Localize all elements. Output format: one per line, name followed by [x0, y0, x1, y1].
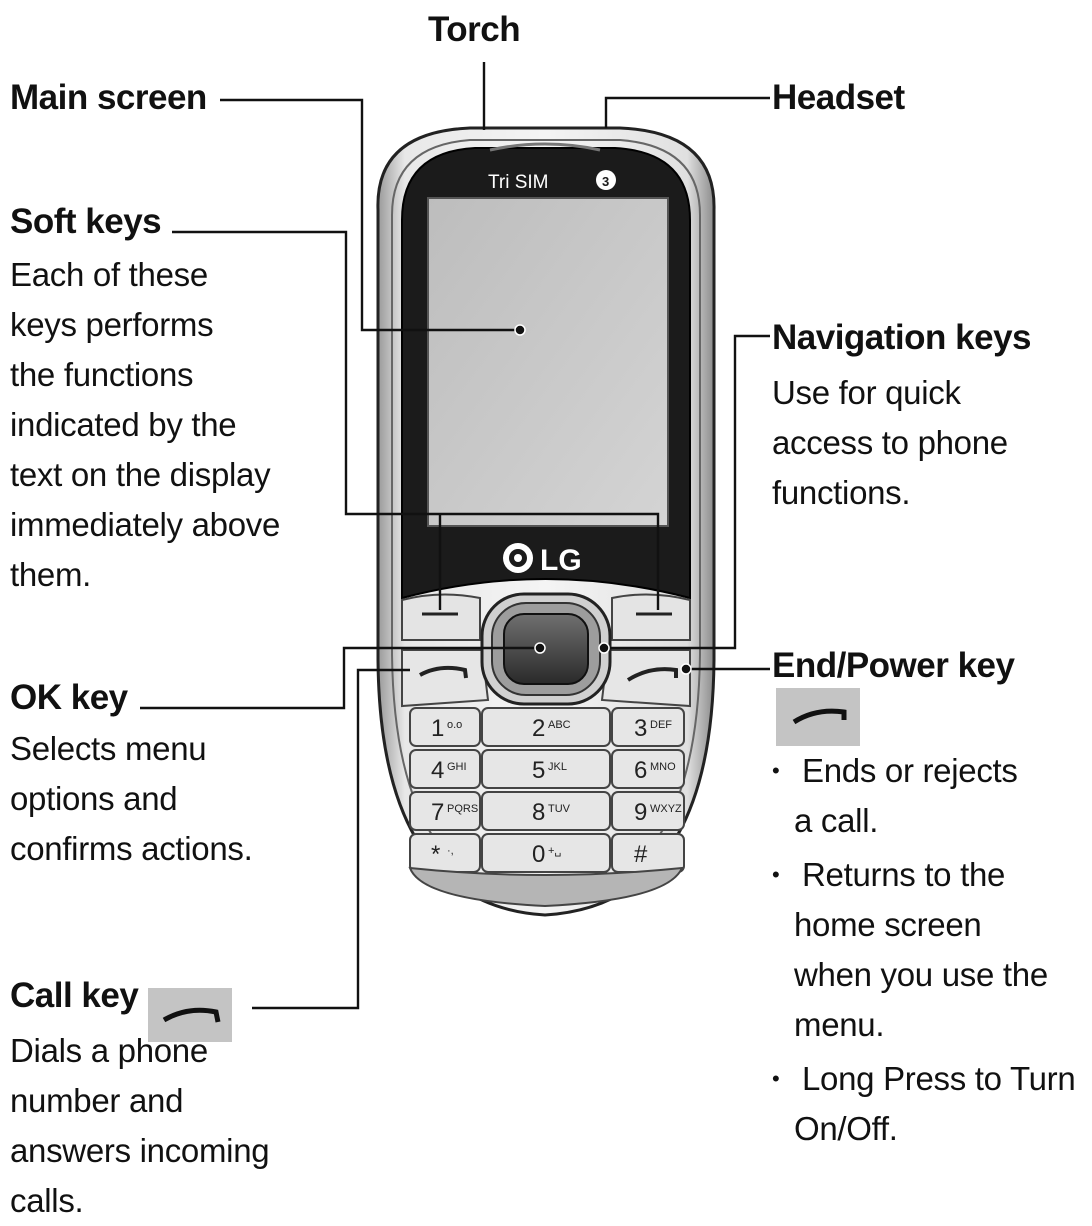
navigation-keys-line: functions.	[772, 474, 911, 511]
main-screen-dot	[514, 324, 526, 336]
keypad-key-digit: 2	[532, 715, 545, 742]
keypad-key-letters: MNO	[650, 761, 676, 773]
keypad-key-letters: ABC	[548, 719, 571, 731]
keypad-key-digit: 5	[532, 757, 545, 784]
soft-keys-line: the functions	[10, 356, 194, 393]
keypad-key-digit: 8	[532, 799, 545, 826]
keypad-key-letters: JKL	[548, 761, 567, 773]
ok-key-description: Selects menu options and confirms action…	[10, 724, 253, 874]
keypad-key	[611, 707, 685, 747]
lg-logo-text: LG	[540, 544, 582, 577]
soft-keys-description: Each of these keys performs the function…	[10, 250, 280, 600]
navigation-dot	[598, 642, 610, 654]
call-key-line: calls.	[10, 1182, 84, 1219]
end-power-key-title: End/Power key	[772, 646, 1015, 685]
keypad-key-digit: 0	[532, 841, 545, 868]
bullet-line: when you use the	[794, 956, 1048, 993]
keypad-key	[409, 707, 481, 747]
soft-keys-line: Each of these	[10, 256, 208, 293]
keypad-key	[481, 749, 611, 789]
keypad-key-digit: 7	[431, 799, 444, 826]
keypad-key-digit: 1	[431, 715, 444, 742]
keypad-key	[409, 749, 481, 789]
soft-keys-title: Soft keys	[10, 202, 162, 241]
main-screen-label: Main screen	[10, 78, 207, 117]
soft-keys-line: them.	[10, 556, 92, 593]
right-soft-key	[611, 593, 691, 641]
end-key-dot	[680, 663, 692, 675]
keypad-key	[409, 833, 481, 873]
bullet-line: a call.	[794, 802, 879, 839]
call-key	[401, 649, 490, 708]
left-soft-key	[401, 593, 481, 641]
keypad-key-letters: WXYZ	[650, 803, 682, 815]
torch-label: Torch	[428, 10, 521, 49]
keypad-key	[481, 707, 611, 747]
bullet-line: menu.	[794, 1006, 885, 1043]
ok-key-line: options and	[10, 780, 178, 817]
navigation-keys-title: Navigation keys	[772, 318, 1032, 357]
ok-key-line: Selects menu	[10, 730, 207, 767]
keypad-key	[611, 833, 685, 873]
soft-keys-line: immediately above	[10, 506, 281, 543]
ok-key-dot	[534, 642, 546, 654]
keypad-key-letters: ·,	[447, 845, 454, 857]
keypad-key	[611, 749, 685, 789]
bullet-line: Long Press to Turn	[802, 1060, 1076, 1097]
keypad-key	[409, 791, 481, 831]
call-key-line: Dials a phone	[10, 1032, 208, 1069]
end-key-icon	[626, 667, 678, 682]
keypad-key-letters: PQRS	[447, 803, 478, 815]
call-key-line: answers incoming	[10, 1132, 270, 1169]
bullet-item: Returns to the home screen when you use …	[772, 850, 1075, 1050]
keypad-key-letters: +␣	[548, 845, 561, 857]
navigation-keys-description: Use for quick access to phone functions.	[772, 368, 1008, 518]
keypad-key-digit: 6	[634, 757, 647, 784]
main-screen	[427, 197, 669, 527]
bullet-line: On/Off.	[794, 1110, 898, 1147]
call-key-icon	[419, 665, 468, 679]
keypad-key-letters: DEF	[650, 719, 672, 731]
bullet-item: Long Press to Turn On/Off.	[772, 1054, 1076, 1154]
keypad-key-digit: 3	[634, 715, 647, 742]
bullet-line: Ends or rejects	[802, 752, 1018, 789]
soft-keys-line: indicated by the	[10, 406, 237, 443]
call-key-description: Dials a phone number and answers incomin…	[10, 1026, 270, 1226]
keypad-key-digit: #	[634, 841, 648, 868]
svg-text:3: 3	[602, 174, 609, 189]
end-key-badge-icon	[776, 688, 860, 746]
keypad-key	[481, 791, 611, 831]
sim-badge-icon	[596, 170, 616, 190]
keypad-key-digit: *	[431, 841, 440, 868]
call-key-line: number and	[10, 1082, 184, 1119]
ok-key-line: confirms actions.	[10, 830, 253, 867]
keypad-key-digit: 4	[431, 757, 444, 784]
callout-lines	[140, 62, 770, 1010]
end-power-key-bullets: Ends or rejects a call. Returns to the h…	[772, 746, 1076, 1158]
keypad-key-letters: GHI	[447, 761, 467, 773]
ok-key-title: OK key	[10, 678, 128, 717]
tri-sim-badge: Tri SIM	[488, 172, 549, 193]
headset-label: Headset	[772, 78, 905, 117]
keypad-key	[481, 833, 611, 873]
bullet-line: home screen	[794, 906, 982, 943]
keypad-key-letters: TUV	[548, 803, 571, 815]
navigation-keys-line: Use for quick	[772, 374, 961, 411]
keypad-key-digit: 9	[634, 799, 647, 826]
keypad-key	[611, 791, 685, 831]
soft-keys-line: text on the display	[10, 456, 271, 493]
navigation-keys-line: access to phone	[772, 424, 1008, 461]
bullet-item: Ends or rejects a call.	[772, 746, 1075, 846]
call-key-title: Call key	[10, 976, 139, 1015]
call-key-badge-icon	[148, 988, 232, 1042]
soft-keys-line: keys performs	[10, 306, 214, 343]
keypad-key-letters: o.o	[447, 719, 462, 731]
bullet-line: Returns to the	[802, 856, 1006, 893]
